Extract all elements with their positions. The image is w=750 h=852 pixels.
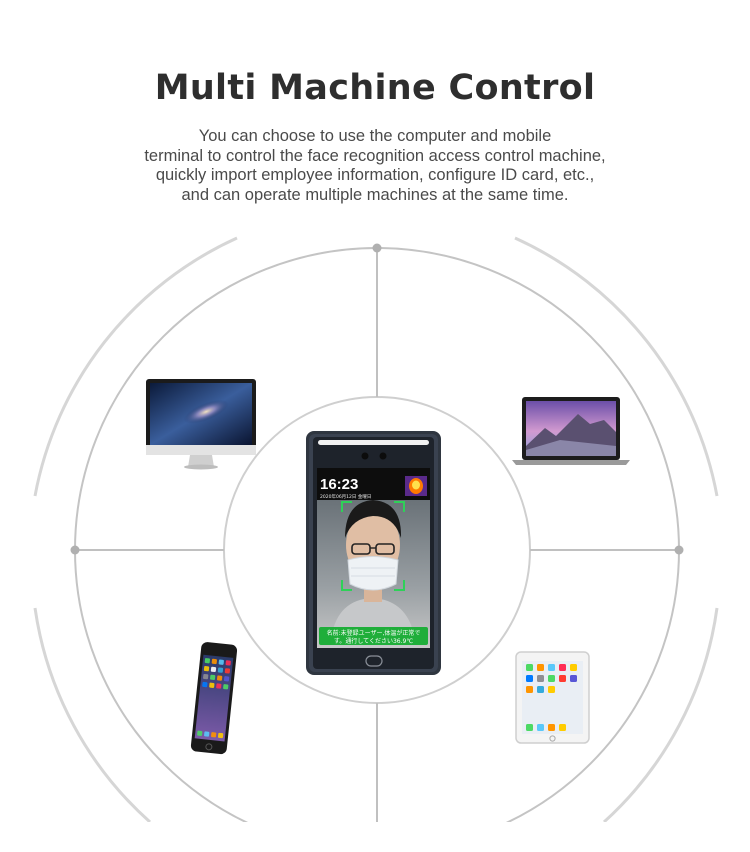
outer-arc-top-right [514, 236, 719, 497]
desktop-monitor-icon [146, 379, 256, 470]
tablet-icon [515, 651, 590, 744]
smartphone-icon [190, 642, 238, 755]
outer-arc-bottom-left [33, 607, 151, 822]
terminal-date: 2020年06月12日 金曜日 [320, 493, 371, 500]
terminal-message-line-1: 名前:未登録ユーザー,体温が正常で [327, 629, 421, 637]
node-dot-top [372, 243, 382, 253]
laptop-icon [512, 397, 630, 465]
face-recognition-terminal [306, 431, 441, 675]
status-banner [319, 627, 428, 645]
terminal-message-line-2: す。通行してください36.9℃ [334, 637, 413, 645]
description: You can choose to use the computer and m… [75, 127, 675, 205]
description-line-1: You can choose to use the computer and m… [198, 127, 552, 145]
camera-right-icon [379, 452, 387, 460]
light-strip [318, 440, 429, 445]
diagram-rings [33, 236, 719, 822]
node-dot-right [674, 545, 684, 555]
face-mask [347, 556, 399, 591]
outer-arc-bottom-right [602, 607, 719, 822]
outer-arc-top-left [33, 236, 238, 497]
terminal-time: 16:23 [320, 476, 358, 493]
camera-left-icon [361, 452, 369, 460]
home-button-icon [365, 655, 383, 667]
description-line-3: quickly import employee information, con… [155, 166, 595, 184]
detection-frame [341, 501, 405, 591]
description-line-4: and can operate multiple machines at the… [181, 185, 569, 204]
node-dot-left [70, 545, 80, 555]
page-title: Multi Machine Control [154, 68, 596, 108]
description-line-2: terminal to control the face recognition… [144, 146, 606, 165]
